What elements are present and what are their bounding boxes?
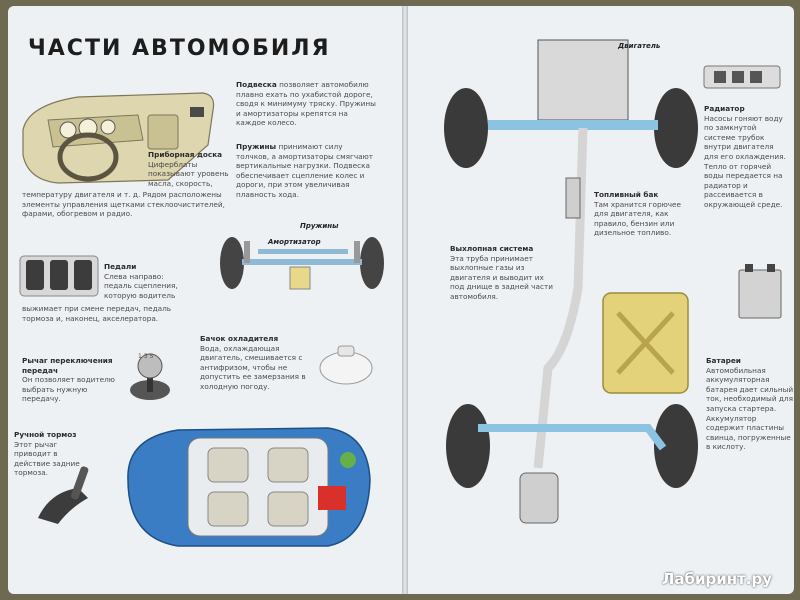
suspension-illustration bbox=[220, 237, 384, 290]
pedals-text-2: выжимает при смене передач, педаль тормо… bbox=[22, 304, 172, 323]
gear-lever-illustration bbox=[130, 353, 170, 400]
coolant-tank-illustration bbox=[319, 345, 373, 385]
book-spine bbox=[402, 6, 408, 594]
car-topview-illustration bbox=[127, 427, 371, 547]
dashboard-illustration bbox=[22, 92, 215, 184]
watermark: Лабиринт.ру bbox=[661, 570, 772, 588]
battery-illustration bbox=[738, 264, 782, 319]
dashboard-text-2: температуру двигателя и т. д. Рядом расп… bbox=[22, 190, 225, 219]
suspension-text: Подвеска позволяет автомобилю плавно еха… bbox=[236, 80, 376, 128]
drivetrain-illustration bbox=[444, 39, 698, 524]
springs-label: Пружины bbox=[300, 222, 339, 230]
engine-label: Двигатель bbox=[618, 42, 661, 50]
shock-label: Амортизатор bbox=[268, 238, 321, 246]
pedals-illustration bbox=[19, 255, 99, 297]
radiator-illustration bbox=[703, 65, 781, 89]
springs-text: Пружины принимают силу толчков, а аморти… bbox=[236, 142, 374, 199]
handbrake-illustration bbox=[38, 466, 89, 524]
gear-numbers: 1 3 5 bbox=[138, 353, 154, 360]
page-title: ЧАСТИ АВТОМОБИЛЯ bbox=[28, 36, 331, 61]
